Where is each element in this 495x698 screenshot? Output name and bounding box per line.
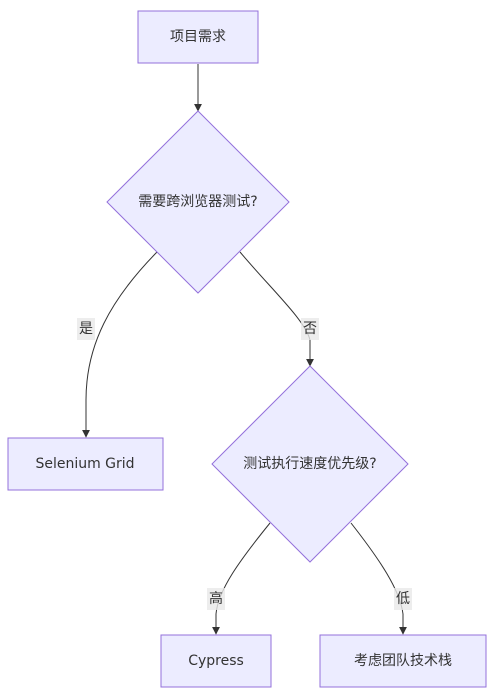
node-cross-browser-label: 需要跨浏览器测试? xyxy=(138,194,257,210)
node-cross-browser-decision: 需要跨浏览器测试? xyxy=(106,110,290,294)
node-selenium-grid-label: Selenium Grid xyxy=(35,456,134,472)
node-team-stack-label: 考虑团队技术栈 xyxy=(354,653,452,669)
node-requirement: 项目需求 xyxy=(137,10,259,64)
node-speed-priority-decision: 测试执行速度优先级? xyxy=(211,365,409,563)
node-selenium-grid: Selenium Grid xyxy=(7,437,164,491)
edge-label-low: 低 xyxy=(394,588,412,610)
node-team-stack: 考虑团队技术栈 xyxy=(319,634,487,688)
edge-no xyxy=(239,251,314,367)
edge-label-yes: 是 xyxy=(77,318,95,340)
node-speed-priority-label: 测试执行速度优先级? xyxy=(243,456,376,472)
edge-label-high-text: 高 xyxy=(209,590,223,607)
edge-high xyxy=(212,522,271,635)
node-cypress-label: Cypress xyxy=(188,653,244,669)
edge-label-high: 高 xyxy=(207,588,225,610)
node-requirement-label: 项目需求 xyxy=(170,29,226,45)
edge-label-no-text: 否 xyxy=(303,321,317,337)
edge-label-yes-text: 是 xyxy=(79,321,93,337)
edge-yes xyxy=(82,251,158,438)
edge-low xyxy=(350,522,407,635)
edge-label-low-text: 低 xyxy=(396,591,410,607)
node-cypress: Cypress xyxy=(160,634,272,688)
edge-label-no: 否 xyxy=(301,318,319,340)
